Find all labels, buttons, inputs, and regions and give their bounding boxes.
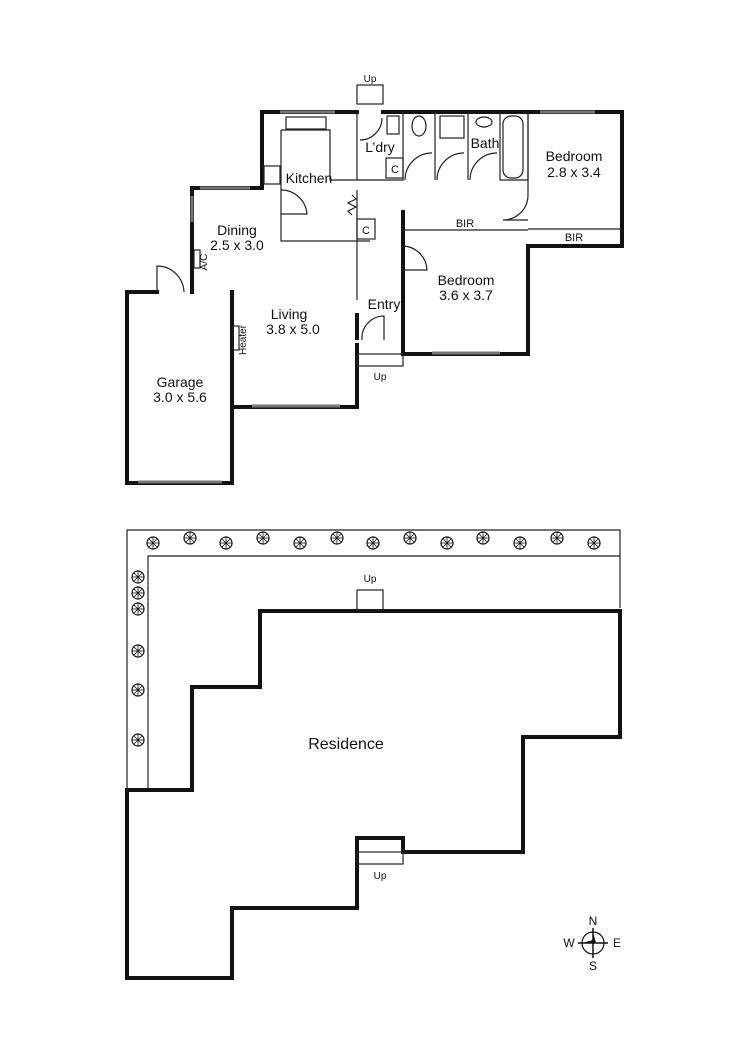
room-label-entry: Entry — [368, 296, 401, 312]
room-label-living: Living — [271, 306, 308, 322]
room-label-dining: Dining — [217, 222, 257, 238]
tree-icon — [513, 536, 527, 550]
room-label-laundry: L’dry — [365, 139, 395, 155]
dining-walls — [190, 110, 359, 294]
tree-icon — [476, 531, 490, 545]
room-label-bath: Bath — [471, 135, 500, 151]
tree-icon — [146, 536, 160, 550]
up-label: Up — [374, 372, 387, 383]
residence-outline — [125, 609, 622, 980]
tree-icon — [403, 531, 417, 545]
up-label: Up — [364, 574, 377, 585]
room-label-bedroom-2: Bedroom — [438, 272, 495, 288]
compass-n: N — [589, 914, 598, 928]
tree-icon — [131, 683, 145, 697]
tree-icon — [330, 531, 344, 545]
boundary-inner-line — [147, 555, 620, 790]
tree-icon — [131, 602, 145, 616]
room-size-bedroom-2: 3.6 x 3.7 — [439, 287, 493, 303]
bir-label: BIR — [565, 232, 583, 244]
floor-plan: Kitchen L’dry Bath Bedroom 2.8 x 3.4 Din… — [125, 74, 624, 485]
room-label-bedroom-1: Bedroom — [546, 148, 603, 164]
heater-label: Heater — [238, 324, 249, 355]
room-label-kitchen: Kitchen — [286, 170, 333, 186]
garage-walls — [125, 290, 359, 485]
compass-s: S — [589, 959, 597, 973]
tree-icon — [131, 733, 145, 747]
up-label: Up — [374, 871, 387, 882]
compass-w: W — [563, 936, 575, 950]
room-size-garage: 3.0 x 5.6 — [153, 389, 207, 405]
up-label: Up — [364, 74, 377, 85]
trees — [131, 531, 601, 747]
tree-icon — [440, 536, 454, 550]
tree-icon — [550, 531, 564, 545]
tree-icon — [256, 531, 270, 545]
tree-icon — [366, 536, 380, 550]
bir-label: BIR — [456, 218, 474, 230]
compass-e: E — [613, 936, 621, 950]
residence-label: Residence — [308, 736, 384, 753]
tree-icon — [183, 531, 197, 545]
tree-icon — [131, 586, 145, 600]
room-label-garage: Garage — [157, 374, 204, 390]
room-size-dining: 2.5 x 3.0 — [210, 237, 264, 253]
tree-icon — [131, 644, 145, 658]
cupboard-label: C — [362, 225, 370, 237]
ac-label: A/C — [199, 254, 210, 271]
compass: N S E W — [563, 914, 621, 973]
boundary-line — [126, 529, 621, 790]
site-plan: Residence Up Up — [125, 529, 622, 980]
cupboard-label: C — [391, 164, 399, 176]
tree-icon — [131, 570, 145, 584]
room-size-bedroom-1: 2.8 x 3.4 — [547, 164, 601, 180]
tree-icon — [587, 536, 601, 550]
room-size-living: 3.8 x 5.0 — [266, 321, 320, 337]
tree-icon — [293, 536, 307, 550]
tree-icon — [219, 536, 233, 550]
